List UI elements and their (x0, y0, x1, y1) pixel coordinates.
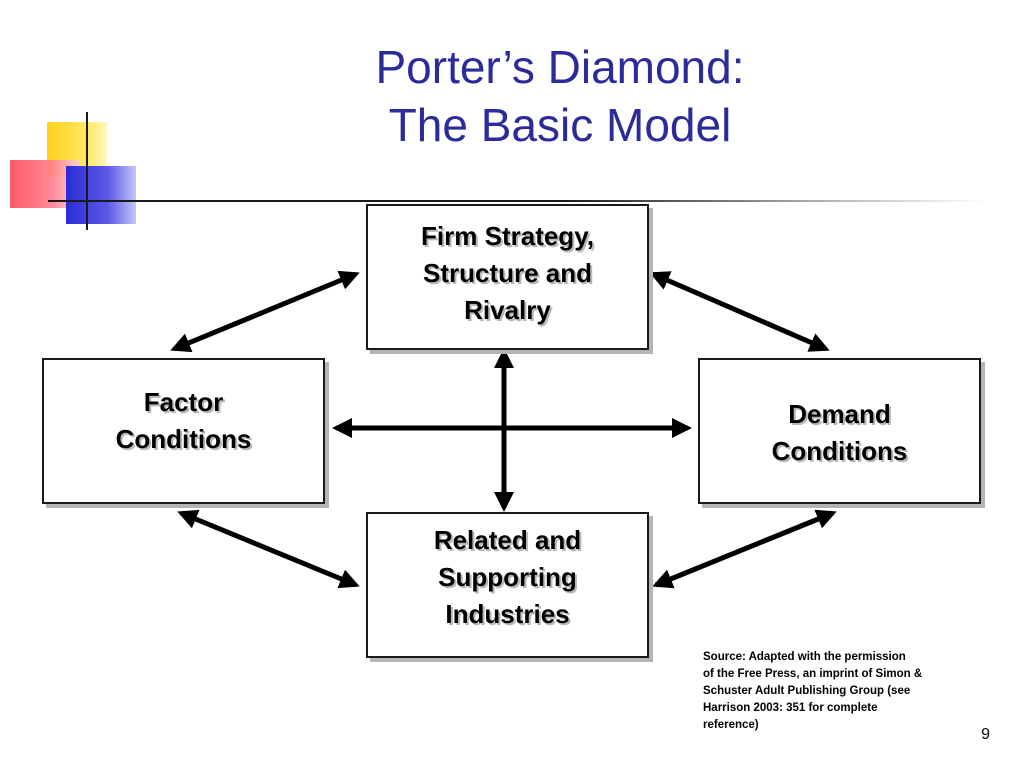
node-firm-strategy: Firm Strategy, Structure and Rivalry (366, 204, 649, 350)
node-factor-conditions-label: Factor Conditions (115, 387, 252, 454)
slide-title-line-2: The Basic Model (388, 99, 732, 151)
title-underline (48, 200, 988, 202)
node-demand-conditions-label: Demand Conditions (771, 399, 908, 466)
decor-vertical-line (86, 112, 88, 230)
page-number: 9 (981, 726, 990, 743)
node-related-industries: Related and Supporting Industries (366, 512, 649, 658)
source-note: Source: Adapted with the permission of t… (703, 651, 923, 731)
arrow-factor-to-related (177, 509, 360, 589)
node-firm-strategy-label: Firm Strategy, Structure and Rivalry (421, 221, 594, 325)
arrow-factor-to-strategy (170, 270, 360, 353)
node-demand-conditions: Demand Conditions (698, 358, 981, 504)
slide-title-line-1: Porter’s Diamond: (375, 41, 745, 93)
decor-blue-square (66, 166, 136, 224)
arrow-demand-to-related (652, 509, 837, 589)
slide-title: Porter’s Diamond: The Basic Model (150, 38, 970, 154)
node-related-industries-label: Related and Supporting Industries (433, 525, 582, 629)
node-factor-conditions: Factor Conditions (42, 358, 325, 504)
arrow-strategy-to-demand (649, 271, 830, 352)
